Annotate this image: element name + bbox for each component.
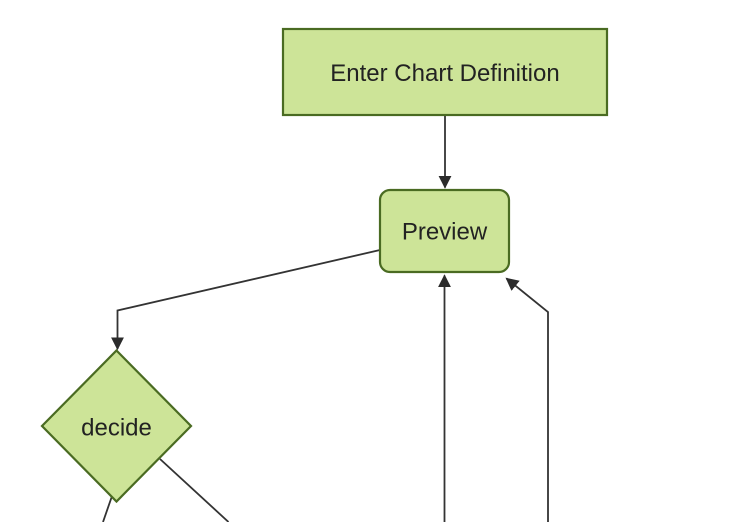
edge-decide-to-bottom-left [102,497,113,522]
edge-layer [102,115,549,522]
node-preview: Preview [378,188,511,274]
enter-chart-definition-label: Enter Chart Definition [330,60,559,87]
edge-bottom-right-to-preview [505,277,549,522]
node-enter-chart-definition: Enter Chart Definition [281,27,609,117]
decide-label: decide [81,415,152,442]
edge-preview-to-decide [111,249,381,351]
edge-decide-to-bottom-right [159,458,230,522]
decide-diamond [40,348,193,504]
node-decide: decide [40,348,193,504]
preview-box [378,188,511,274]
enter-chart-definition-box [281,27,609,117]
preview-label: Preview [402,219,488,246]
